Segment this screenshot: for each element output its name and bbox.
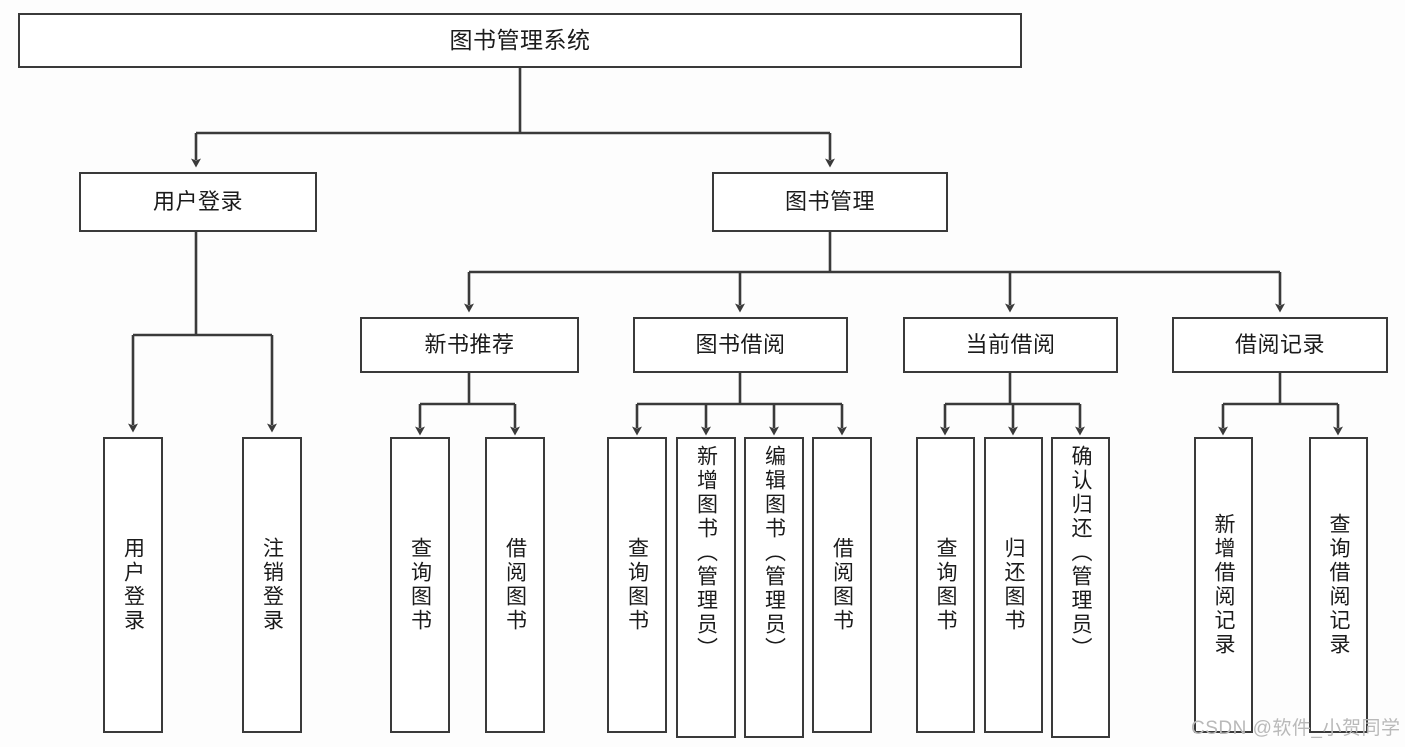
node-label: 新书推荐 [424,332,515,358]
node-label: 借阅图书 [830,537,854,633]
node-label: 借阅记录 [1234,332,1325,358]
node-user-login[interactable]: 用户登录 [79,172,317,232]
leaf-confirm-return-admin[interactable]: 确认归还（管理员） [1051,437,1110,738]
node-current-borrow[interactable]: 当前借阅 [903,317,1118,373]
node-label: 当前借阅 [965,332,1056,358]
node-label: 查询图书 [408,537,432,633]
node-label: 新增借阅记录 [1212,513,1235,657]
node-label: 图书管理 [784,189,875,215]
leaf-query-book-borrow[interactable]: 查询图书 [607,437,667,733]
leaf-borrow-book-borrow[interactable]: 借阅图书 [812,437,872,733]
node-label: 编辑图书（管理员） [762,445,786,661]
node-book-borrow[interactable]: 图书借阅 [633,317,848,373]
node-label: 归还图书 [1002,537,1025,633]
node-label: 用户登录 [152,189,243,215]
node-book-manage[interactable]: 图书管理 [712,172,948,232]
node-label: 注销登录 [260,537,284,633]
node-label: 图书借阅 [695,332,786,358]
leaf-query-book-recommend[interactable]: 查询图书 [390,437,450,733]
leaf-add-borrow-record[interactable]: 新增借阅记录 [1194,437,1253,733]
node-label: 借阅图书 [503,537,527,633]
leaf-borrow-book-recommend[interactable]: 借阅图书 [485,437,545,733]
leaf-add-book-admin[interactable]: 新增图书（管理员） [676,437,736,738]
node-label: 新增图书（管理员） [694,445,718,661]
node-label: 查询图书 [625,537,649,633]
leaf-edit-book-admin[interactable]: 编辑图书（管理员） [744,437,804,738]
leaf-logout-login[interactable]: 注销登录 [242,437,302,733]
node-root-system[interactable]: 图书管理系统 [18,13,1022,68]
leaf-return-book[interactable]: 归还图书 [984,437,1043,733]
node-label: 查询图书 [934,537,957,633]
node-new-book-recommend[interactable]: 新书推荐 [360,317,579,373]
node-borrow-record[interactable]: 借阅记录 [1172,317,1388,373]
leaf-query-book-current[interactable]: 查询图书 [916,437,975,733]
node-label: 图书管理系统 [449,26,591,53]
leaf-user-login[interactable]: 用户登录 [103,437,163,733]
node-label: 查询借阅记录 [1327,513,1350,657]
node-label: 用户登录 [121,537,145,633]
node-label: 确认归还（管理员） [1069,445,1092,661]
leaf-query-borrow-record[interactable]: 查询借阅记录 [1309,437,1368,733]
csdn-watermark: CSDN @软件_小贺同学 [1191,718,1401,739]
